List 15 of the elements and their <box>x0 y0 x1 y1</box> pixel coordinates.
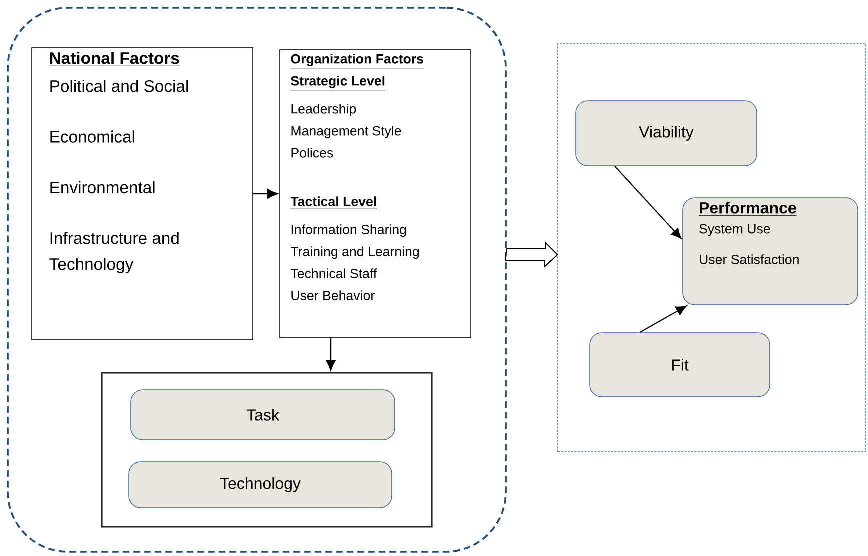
group-box <box>101 372 433 528</box>
arrow <box>640 306 687 334</box>
rounded-box: Performance System Use User Satisfaction <box>682 198 858 306</box>
rounded-box: Technology <box>128 462 392 508</box>
arrow <box>326 338 336 371</box>
dashed-region <box>7 7 507 553</box>
rounded-box: Viability <box>576 100 758 166</box>
arrow <box>505 242 558 268</box>
rounded-box: Fit <box>590 332 770 398</box>
arrow <box>614 166 682 240</box>
factor-box: Organization Factors Strategic Level Leadership Management Style Polices Tactical Level Information Sharing Training and Learning Technical Staff User Behavior <box>280 50 472 338</box>
rounded-box: Task <box>130 390 396 440</box>
arrow <box>253 189 278 199</box>
dotted-region <box>558 44 866 452</box>
factor-box: National Factors Political and Social Economical Environmental Infrastructure and Technology <box>32 48 254 340</box>
